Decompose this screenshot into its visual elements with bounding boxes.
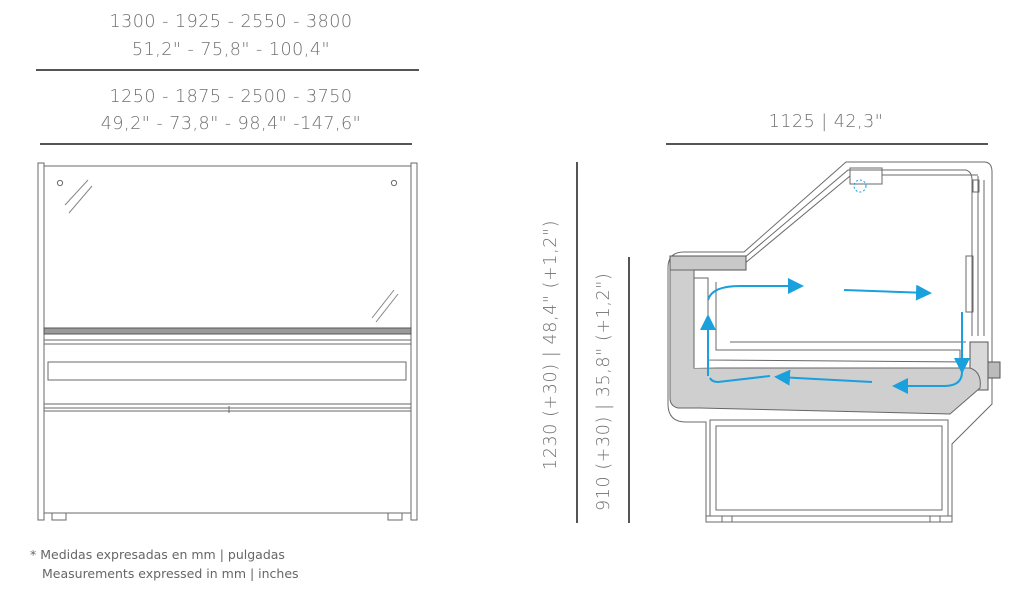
front-right-post <box>410 162 418 521</box>
airflow-arrows <box>700 278 970 394</box>
footnote-english: Measurements expressed in mm | inches <box>42 566 299 581</box>
total-height-dimension-line <box>576 162 578 523</box>
side-outer-shell <box>667 161 993 523</box>
side-top-shelf <box>669 255 747 271</box>
front-left-post <box>37 162 45 521</box>
footnote-spanish: * Medidas expresadas en mm | pulgadas <box>30 547 285 562</box>
front-outer-dimension-line <box>36 69 419 71</box>
side-depth-dimension: 1125 | 42,3" <box>768 112 884 132</box>
front-inner-dimension-line <box>40 143 412 145</box>
front-inner-in: 49,2" - 73,8" - 98,4" -147,6" <box>100 114 362 134</box>
side-lower-cabinet <box>709 419 949 517</box>
front-display-strip <box>47 361 407 381</box>
side-light-fixture <box>849 167 883 185</box>
side-curved-glass <box>743 169 973 336</box>
side-depth-dimension-line <box>666 143 988 145</box>
counter-height-dimension-line <box>628 257 630 523</box>
front-inner-mm: 1250 - 1875 - 2500 - 3750 <box>109 87 353 107</box>
front-outer-in: 51,2" - 75,8" - 100,4" <box>131 40 331 60</box>
front-outer-mm: 1300 - 1925 - 2550 - 3800 <box>109 12 353 32</box>
